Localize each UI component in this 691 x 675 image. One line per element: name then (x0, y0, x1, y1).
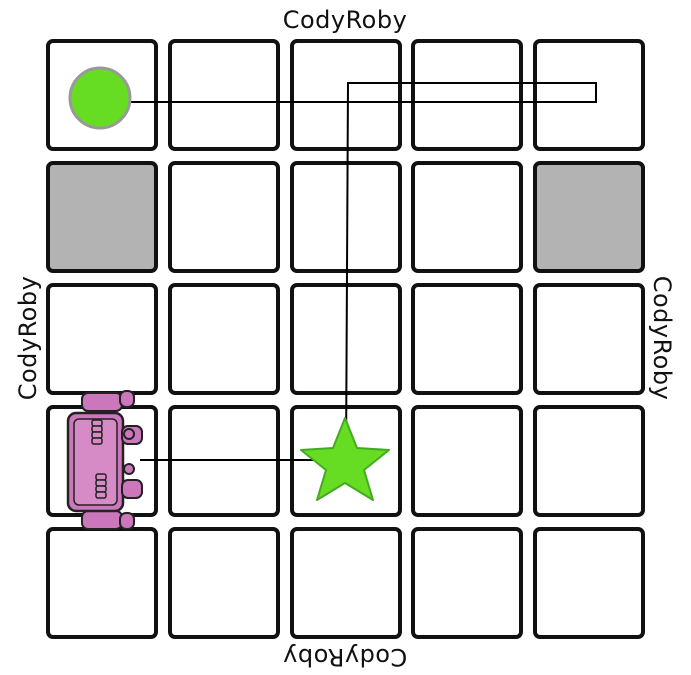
grid-cell-r0-c4[interactable] (533, 39, 645, 151)
grid-cell-r0-c1[interactable] (168, 39, 280, 151)
label-bottom: CodyRoby (283, 643, 408, 671)
grid-cell-r2-c3[interactable] (411, 283, 523, 395)
grid-cell-r1-c2[interactable] (290, 161, 402, 273)
grid-cell-r2-c2[interactable] (290, 283, 402, 395)
grid-cell-r3-c2[interactable] (290, 405, 402, 517)
grid-cell-r3-c3[interactable] (411, 405, 523, 517)
grid-cell-r4-c3[interactable] (411, 527, 523, 639)
label-top: CodyRoby (283, 6, 408, 34)
grid-cell-r4-c1[interactable] (168, 527, 280, 639)
grid-cell-r0-c3[interactable] (411, 39, 523, 151)
grid-cell-r3-c0[interactable] (46, 405, 158, 517)
grid-cell-r3-c4[interactable] (533, 405, 645, 517)
label-right: CodyRoby (648, 276, 676, 401)
label-left: CodyRoby (14, 276, 42, 401)
grid-cell-r0-c2[interactable] (290, 39, 402, 151)
grid-cell-r3-c1[interactable] (168, 405, 280, 517)
grid-cell-r4-c2[interactable] (290, 527, 402, 639)
grid-cell-r2-c4[interactable] (533, 283, 645, 395)
grid-cell-r1-c3[interactable] (411, 161, 523, 273)
grid-cell-r4-c0[interactable] (46, 527, 158, 639)
grid-cell-r1-c1[interactable] (168, 161, 280, 273)
grid-cell-r2-c1[interactable] (168, 283, 280, 395)
grid-cell-r1-c0[interactable] (46, 161, 158, 273)
grid-cell-r1-c4[interactable] (533, 161, 645, 273)
grid-cell-r4-c4[interactable] (533, 527, 645, 639)
grid-cell-r0-c0[interactable] (46, 39, 158, 151)
grid-cell-r2-c0[interactable] (46, 283, 158, 395)
